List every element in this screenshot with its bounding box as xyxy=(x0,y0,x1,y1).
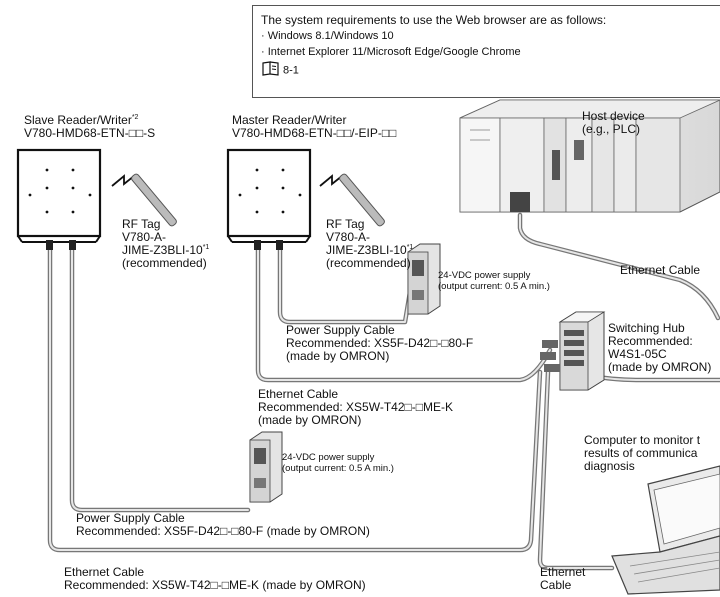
power-supply-bottom-device xyxy=(249,431,283,503)
book-reference-icon xyxy=(261,60,281,81)
slave-note: *2 xyxy=(131,114,139,121)
ethernet-cable-right-label: Ethernet Cable xyxy=(620,263,701,277)
power-supply-top-device xyxy=(407,243,441,315)
slave-label: Slave Reader/Writer*2 V780-HMD68-ETN-□□-… xyxy=(24,114,155,140)
switching-hub-device xyxy=(540,311,606,391)
slave-model: V780-HMD68-ETN-□□-S xyxy=(24,126,156,140)
slave-power-cable xyxy=(69,247,251,513)
rf-tag-left-graphic xyxy=(111,173,177,227)
slave-power-cable-label: Power Supply Cable Recommended: XS5F-D42… xyxy=(76,511,370,538)
master-model: V780-HMD68-ETN-□□/-EIP-□□ xyxy=(232,126,397,140)
master-title: Master Reader/Writer xyxy=(232,113,347,127)
pc-ethernet-cable-label: Ethernet Cable xyxy=(540,565,586,592)
master-ethernet-cable-label: Ethernet Cable Recommended: XS5W-T42□-□M… xyxy=(258,387,453,427)
master-reader-writer-device xyxy=(226,148,312,250)
requirements-reference-page: 8-1 xyxy=(283,64,299,77)
host-plc-device xyxy=(459,99,720,213)
power-supply-top-label: 24-VDC power supply (output current: 0.5… xyxy=(438,270,550,292)
slave-title: Slave Reader/Writer xyxy=(24,113,132,127)
power-supply-bottom-label: 24-VDC power supply (output current: 0.5… xyxy=(282,452,394,474)
master-label: Master Reader/Writer V780-HMD68-ETN-□□/-… xyxy=(232,114,396,140)
slave-ethernet-cable-label: Ethernet Cable Recommended: XS5W-T42□-□M… xyxy=(64,565,366,592)
computer-label: Computer to monitor t results of communi… xyxy=(584,433,701,473)
requirements-item-os: · Windows 8.1/Windows 10 xyxy=(261,30,394,42)
host-device-label: Host device (e.g., PLC) xyxy=(582,109,645,136)
requirements-reference: 8-1 xyxy=(261,60,712,81)
system-requirements-box: The system requirements to use the Web b… xyxy=(252,5,720,98)
laptop-computer-device xyxy=(611,465,720,595)
rf-tag-right-graphic xyxy=(319,173,385,227)
requirements-item-browser: · Internet Explorer 11/Microsoft Edge/Go… xyxy=(261,46,521,58)
slave-reader-writer-device xyxy=(16,148,102,250)
requirements-title: The system requirements to use the Web b… xyxy=(261,13,607,27)
switching-hub-label: Switching Hub Recommended: W4S1-05C (mad… xyxy=(608,321,712,374)
master-power-cable-label: Power Supply Cable Recommended: XS5F-D42… xyxy=(286,323,474,363)
rf-tag-right-label: RF Tag V780-A- JIME-Z3BLI-10*1 (recommen… xyxy=(326,217,414,270)
rf-tag-left-label: RF Tag V780-A- JIME-Z3BLI-10*1 (recommen… xyxy=(122,217,210,270)
